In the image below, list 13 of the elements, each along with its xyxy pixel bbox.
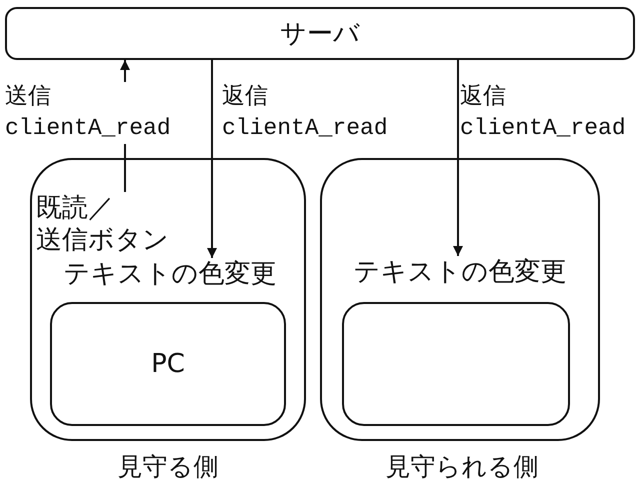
caption-text: 見守る側 xyxy=(118,452,218,479)
device-box: PC xyxy=(50,302,286,426)
arrow xyxy=(453,60,463,256)
edge-label: 送信 clientA_read xyxy=(5,82,171,144)
group-box xyxy=(320,158,600,441)
arrow xyxy=(207,60,217,258)
node-text: テキストの色変更 xyxy=(333,256,587,292)
caption-text: 見守られる側 xyxy=(386,452,538,479)
device-box xyxy=(342,302,570,426)
button-text: 既読／送信ボタン xyxy=(36,192,186,254)
node-text: テキストの色変更 xyxy=(45,258,295,294)
group-box xyxy=(30,158,306,441)
server-box: サーバ xyxy=(5,7,635,60)
